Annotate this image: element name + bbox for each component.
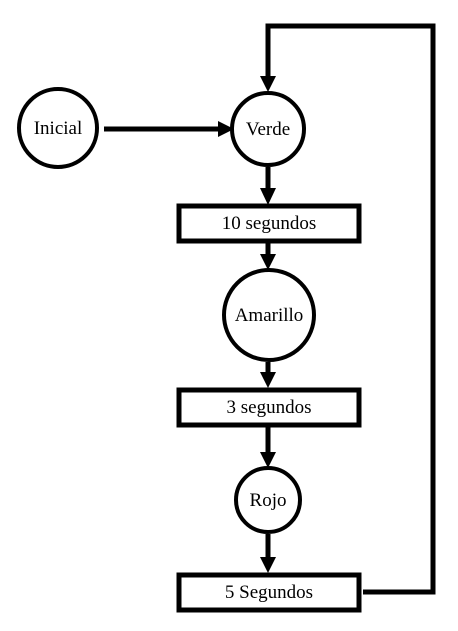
- timer-10-segundos-box: [176, 203, 362, 244]
- timer-5-segundos-box: [176, 572, 362, 613]
- state-verde: Verde: [230, 91, 306, 167]
- state-inicial-label: Inicial: [34, 118, 83, 139]
- timer-5-segundos-label: 5 Segundos: [225, 582, 313, 603]
- arrowhead-verde-top: [260, 76, 276, 92]
- state-rojo-circle: [234, 466, 302, 534]
- timer-10-segundos-label: 10 segundos: [222, 213, 316, 234]
- connectors: [104, 23, 436, 595]
- loop-back-line: [265, 23, 436, 595]
- arrowhead-verde-left: [218, 121, 234, 137]
- arrowhead-amarillo: [260, 254, 276, 270]
- arrowhead-t10: [260, 188, 276, 205]
- state-verde-circle: [230, 91, 306, 167]
- arrowhead-t3: [260, 372, 276, 388]
- timer-5-segundos: 5 Segundos: [176, 572, 362, 613]
- arrowhead-t5: [260, 557, 276, 573]
- state-inicial-circle: [17, 87, 99, 169]
- state-amarillo-circle: [222, 268, 316, 362]
- timer-10-segundos: 10 segundos: [176, 203, 362, 244]
- state-inicial: Inicial: [17, 87, 99, 169]
- timer-3-segundos-label: 3 segundos: [227, 397, 312, 418]
- timer-3-segundos: 3 segundos: [176, 387, 362, 428]
- state-amarillo-label: Amarillo: [235, 305, 304, 326]
- arrowhead-rojo: [260, 452, 276, 468]
- state-rojo-label: Rojo: [250, 490, 287, 511]
- timer-3-segundos-box: [176, 387, 362, 428]
- state-verde-label: Verde: [246, 119, 290, 140]
- state-rojo: Rojo: [234, 466, 302, 534]
- state-amarillo: Amarillo: [222, 268, 316, 362]
